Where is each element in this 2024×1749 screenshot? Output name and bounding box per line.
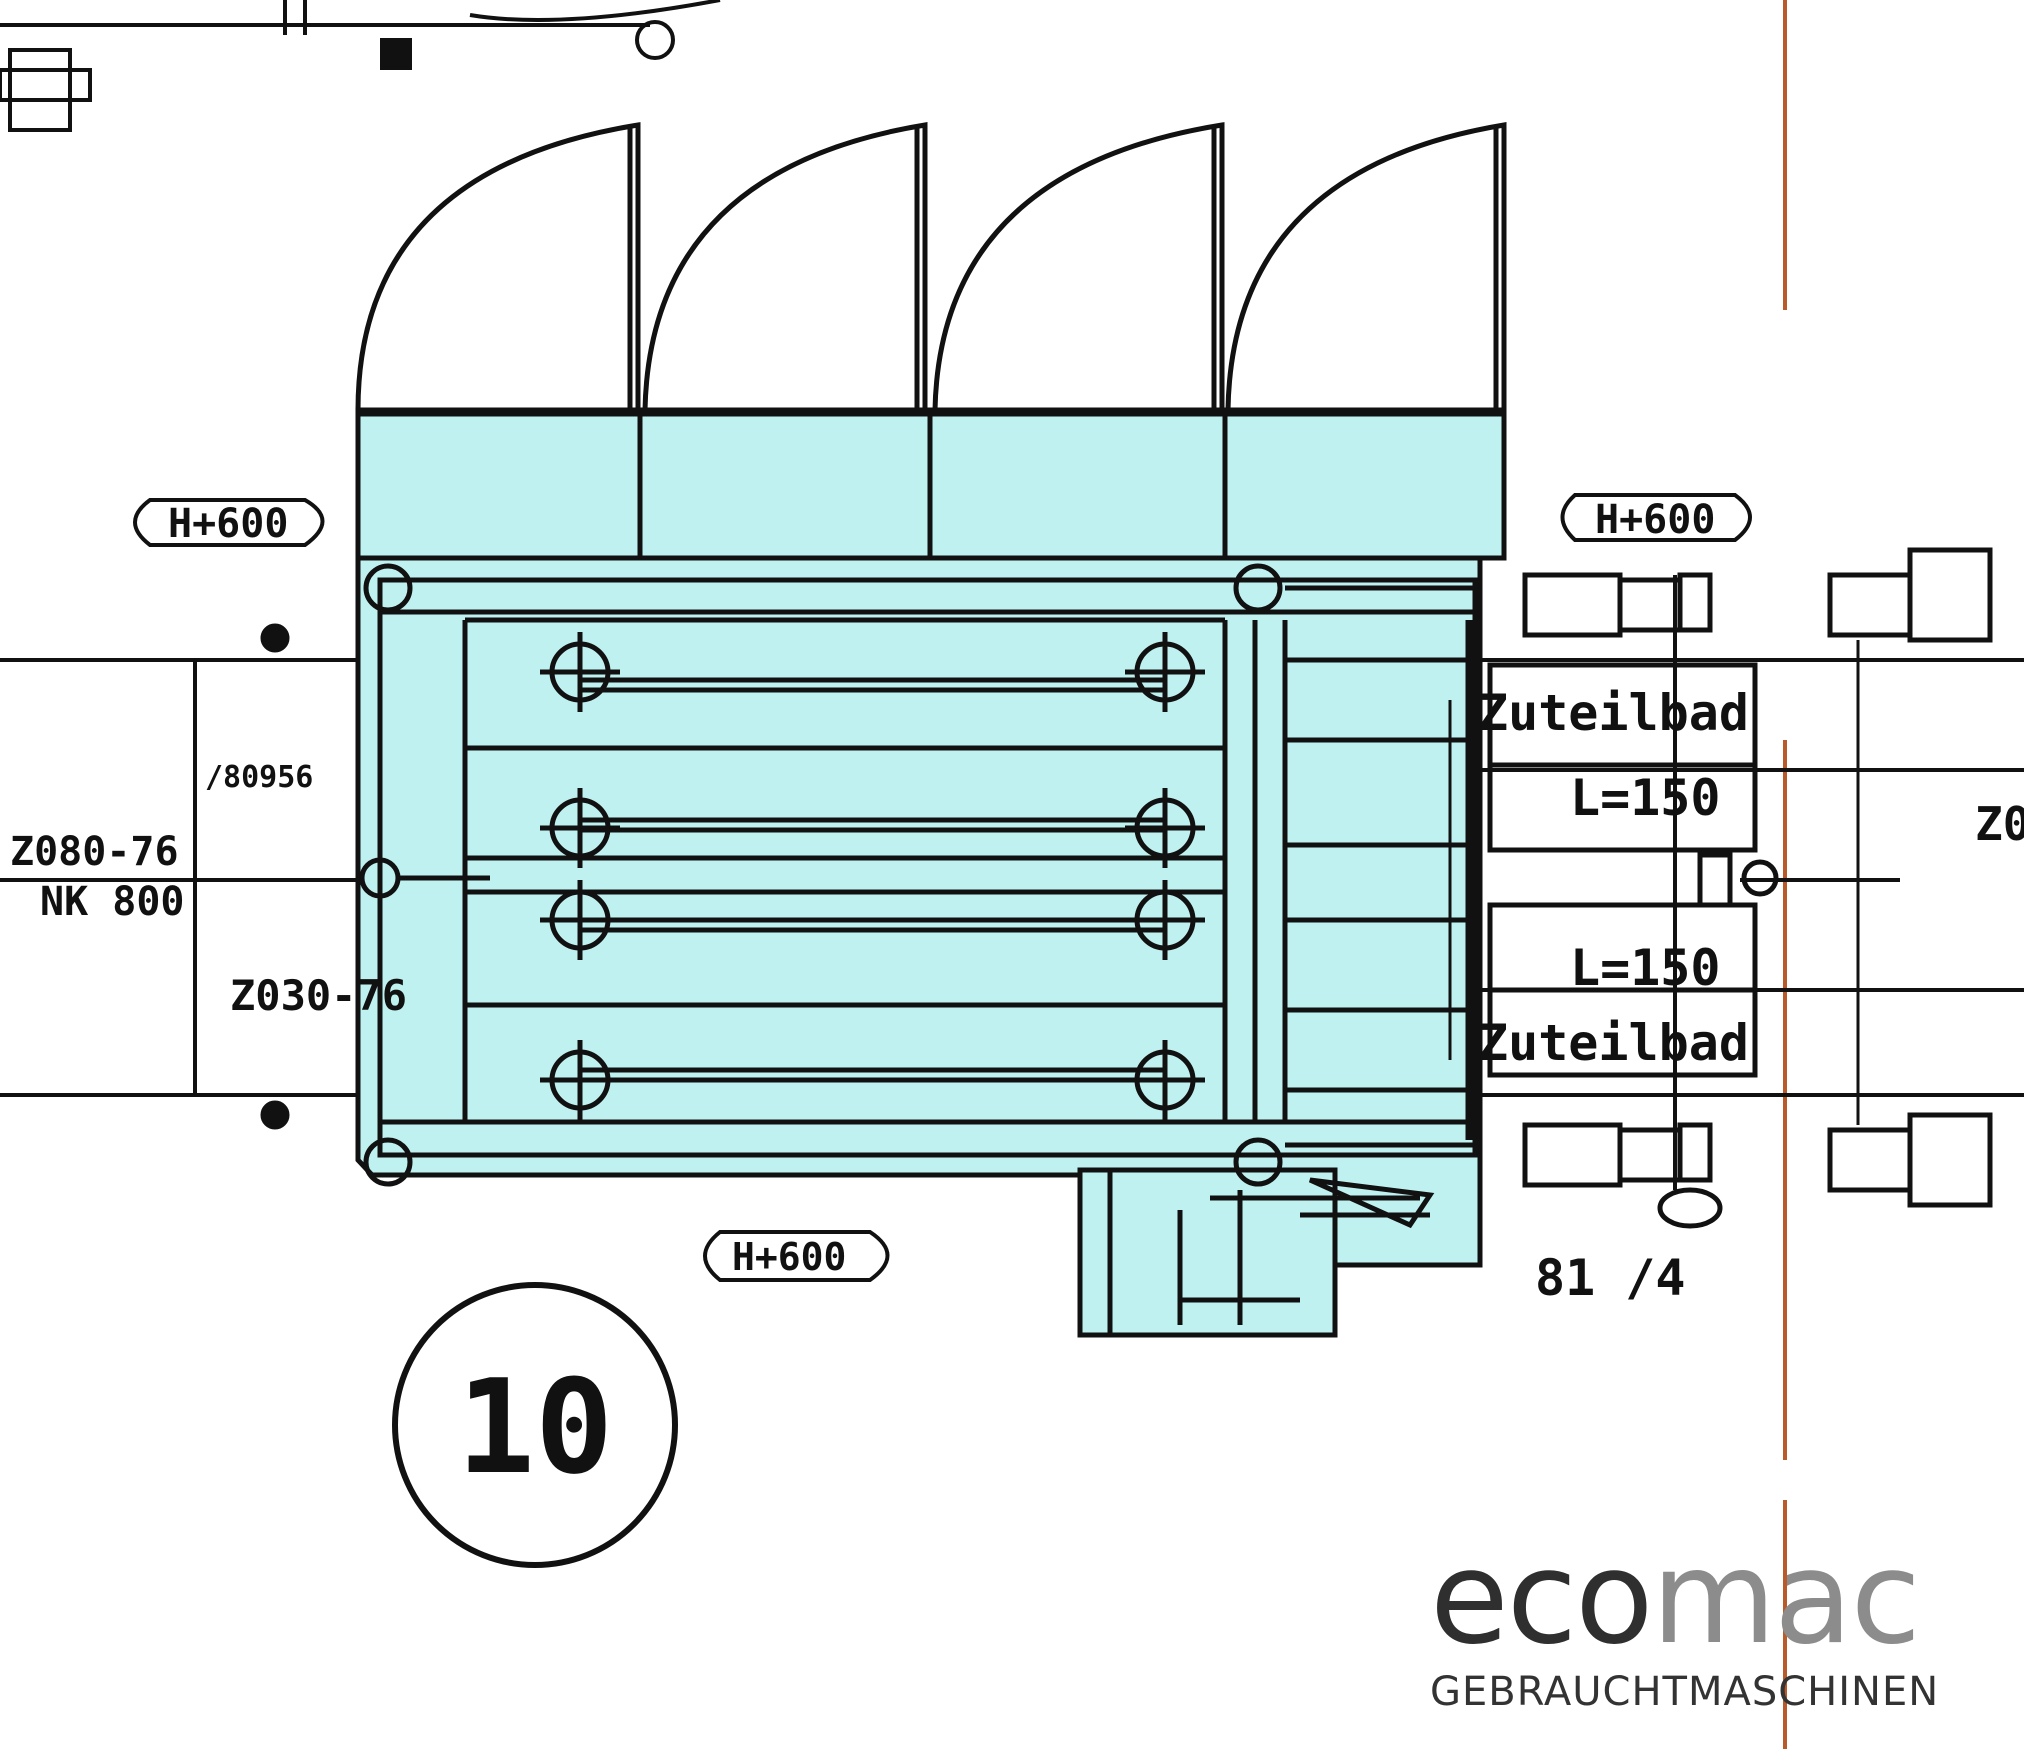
code-label-nk800: NK 800 [40, 879, 185, 925]
logo-part-mac: mac [1651, 1524, 1920, 1673]
top-left-fragment [0, 0, 721, 132]
station-number: 10 [457, 1351, 614, 1503]
edge-label-z0: Z0 [1975, 797, 2024, 851]
elevation-tags [133, 493, 1752, 1282]
right-equipment [1487, 547, 1993, 1229]
logo-wordmark: ecomac [1430, 1535, 1939, 1663]
length-label-top: L=150 [1570, 769, 1721, 827]
elevation-label-right: H+600 [1595, 497, 1715, 543]
code-label-z030: Z030-76 [230, 971, 407, 1020]
logo-part-eco: eco [1430, 1524, 1653, 1673]
code-label-81: 81 /4 [1535, 1249, 1686, 1307]
elevation-label-bottom: H+600 [732, 1235, 846, 1279]
code-label-small: /80956 [205, 760, 313, 795]
logo-tagline: GEBRAUCHTMASCHINEN [1430, 1669, 1940, 1715]
rollers [540, 632, 1205, 1120]
hood-band [355, 407, 1507, 561]
ecomac-logo: ecomac GEBRAUCHTMASCHINEN [1430, 1535, 1940, 1716]
zuteilbad-label-bottom: Zuteilbad [1478, 1014, 1749, 1072]
zuteilbad-label-top: Zuteilbad [1478, 684, 1749, 742]
hoods [355, 122, 1507, 413]
code-label-z080: Z080-76 [10, 829, 179, 875]
elevation-label-left: H+600 [168, 501, 288, 547]
length-label-bottom: L=150 [1570, 939, 1721, 997]
machine-body [355, 555, 1483, 1338]
corner-bolts [260, 563, 1283, 1187]
station-circle [392, 1282, 678, 1568]
